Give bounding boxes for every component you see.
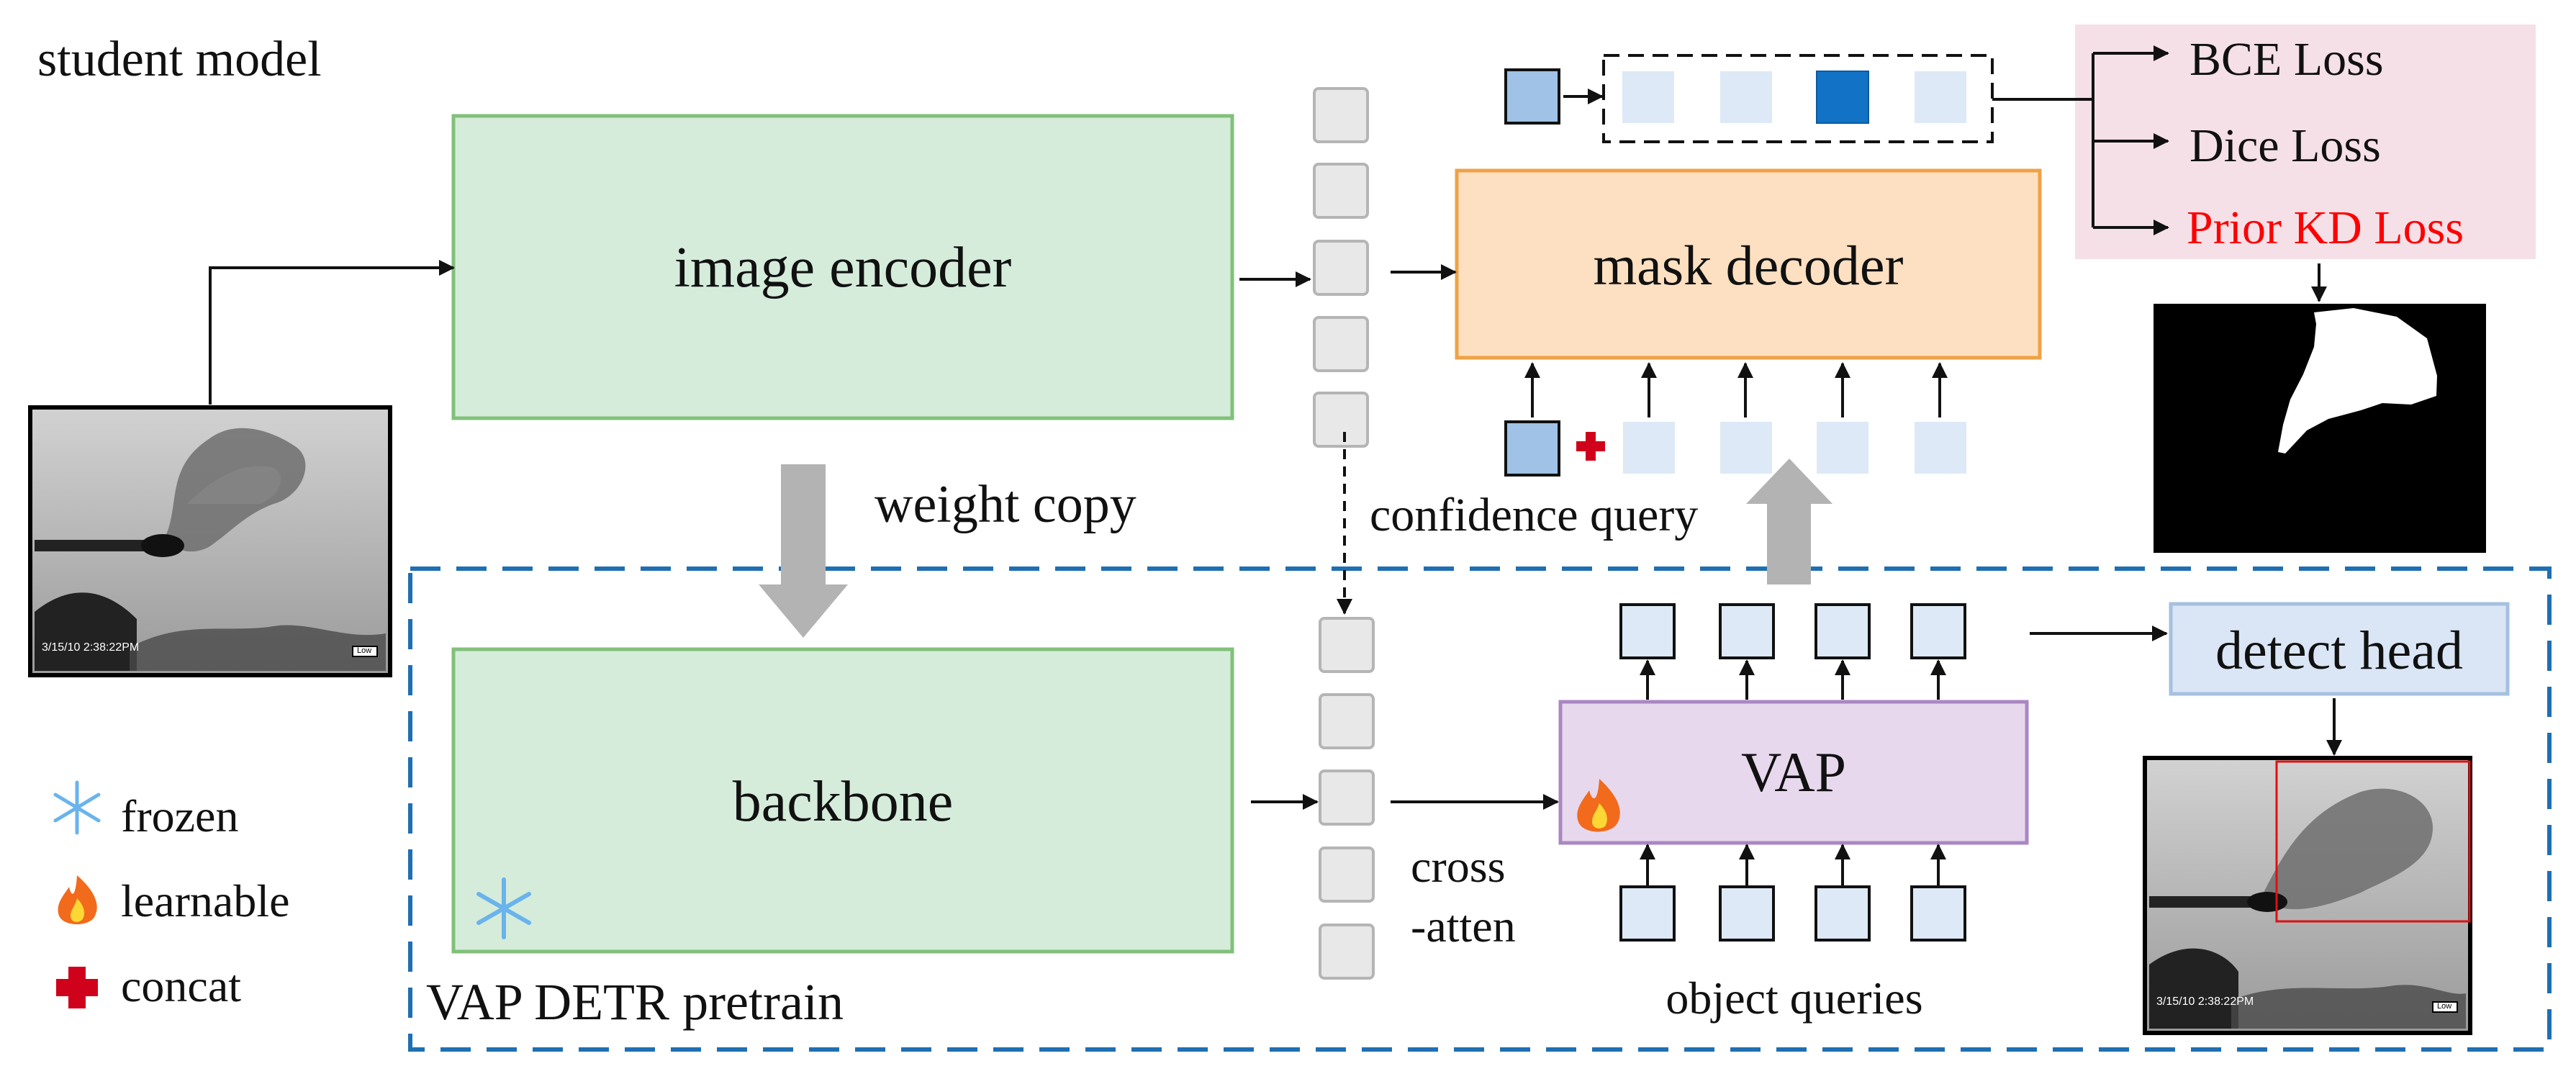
mask-query-input-2	[1720, 422, 1772, 474]
input-image-badge: Low	[357, 646, 372, 655]
object-query-2	[1719, 885, 1775, 942]
mask-decoder-box	[1455, 168, 2042, 360]
mask-query-input-3	[1817, 422, 1868, 474]
backbone-label: backbone	[732, 770, 954, 834]
image-encoder-label: image encoder	[674, 236, 1012, 299]
vap-output-query-3	[1815, 603, 1871, 659]
confidence-query-token	[1504, 420, 1560, 477]
query-group	[1504, 68, 1966, 942]
encoder-token-3	[1313, 240, 1369, 296]
weight-copy-label: weight copy	[875, 475, 1136, 534]
detection-bbox	[2275, 760, 2471, 923]
mask-query-output-4	[1915, 71, 1966, 123]
backbone-box	[451, 647, 1234, 954]
loss-prior-kd-label: Prior KD Loss	[2187, 202, 2464, 254]
input-smoke-image	[28, 405, 392, 677]
legend-flame-icon	[58, 875, 97, 924]
legend-snowflake-icon	[53, 780, 101, 835]
vap-flame-icon	[1577, 779, 1620, 832]
vap-label: VAP	[1741, 741, 1846, 803]
encoder-token-4	[1313, 316, 1369, 372]
loss-bce-label: BCE Loss	[2189, 33, 2384, 86]
backbone-snowflake-icon	[476, 877, 531, 939]
image-encoder-box	[451, 114, 1234, 420]
output-smoke-image	[2143, 756, 2472, 1035]
mask-decoder-label: mask decoder	[1593, 234, 1904, 297]
vap-box	[1558, 700, 2029, 845]
detect-head-box	[2169, 602, 2510, 696]
legend-concat-label: concat	[121, 960, 241, 1011]
arrow-group	[209, 45, 2342, 885]
backbone-token-4	[1319, 847, 1375, 903]
output-image-timestamp: 3/15/10 2:38:22PM	[2156, 996, 2254, 1008]
vap-to-decoder-arrow	[1746, 459, 1832, 584]
vap-output-query-2	[1719, 603, 1775, 659]
backbone-token-5	[1319, 924, 1375, 980]
vap-output-query-4	[1910, 603, 1966, 659]
encoder-token-1	[1313, 87, 1369, 143]
detect-head-label: detect head	[2215, 620, 2463, 681]
object-query-3	[1815, 885, 1871, 942]
legend-frozen-label: frozen	[121, 790, 239, 841]
input-image-timestamp: 3/15/10 2:38:22PM	[42, 641, 140, 654]
mask-query-output-1	[1622, 71, 1674, 123]
mask-query-output-2	[1720, 71, 1772, 123]
backbone-token-1	[1319, 617, 1375, 673]
loss-dice-label: Dice Loss	[2189, 119, 2381, 172]
backbone-token-3	[1319, 769, 1375, 826]
input-to-encoder-path	[209, 266, 432, 405]
object-queries-label: object queries	[1666, 972, 1923, 1024]
confidence-query-label: confidence query	[1370, 489, 1699, 541]
output-image-badge: Low	[2437, 1002, 2452, 1011]
cross-atten-label-line1: cross	[1411, 841, 1506, 892]
mask-query-input-4	[1915, 422, 1966, 474]
object-query-4	[1910, 885, 1966, 942]
mask-query-input-1	[1623, 422, 1675, 474]
encoder-token-5	[1313, 392, 1369, 448]
vap-output-query-1	[1619, 603, 1676, 659]
predicted-mask-image	[2154, 304, 2486, 553]
token-column-group	[1313, 87, 1375, 980]
legend-red-cross-icon	[56, 967, 98, 1008]
diagram-title: student model	[37, 32, 322, 87]
confidence-token-output	[1504, 68, 1560, 125]
pretrain-region-border	[408, 566, 2552, 1052]
backbone-token-2	[1319, 693, 1375, 749]
object-query-1	[1619, 885, 1676, 942]
mask-query-output-3	[1816, 71, 1869, 124]
cross-atten-label-line2: -atten	[1411, 900, 1516, 952]
concat-red-cross-icon	[1576, 432, 1605, 461]
encoder-token-2	[1313, 163, 1369, 219]
weight-copy-arrow	[759, 464, 848, 638]
legend-learnable-label: learnable	[121, 875, 290, 926]
pretrain-region-label: VAP DETR pretrain	[426, 973, 844, 1031]
